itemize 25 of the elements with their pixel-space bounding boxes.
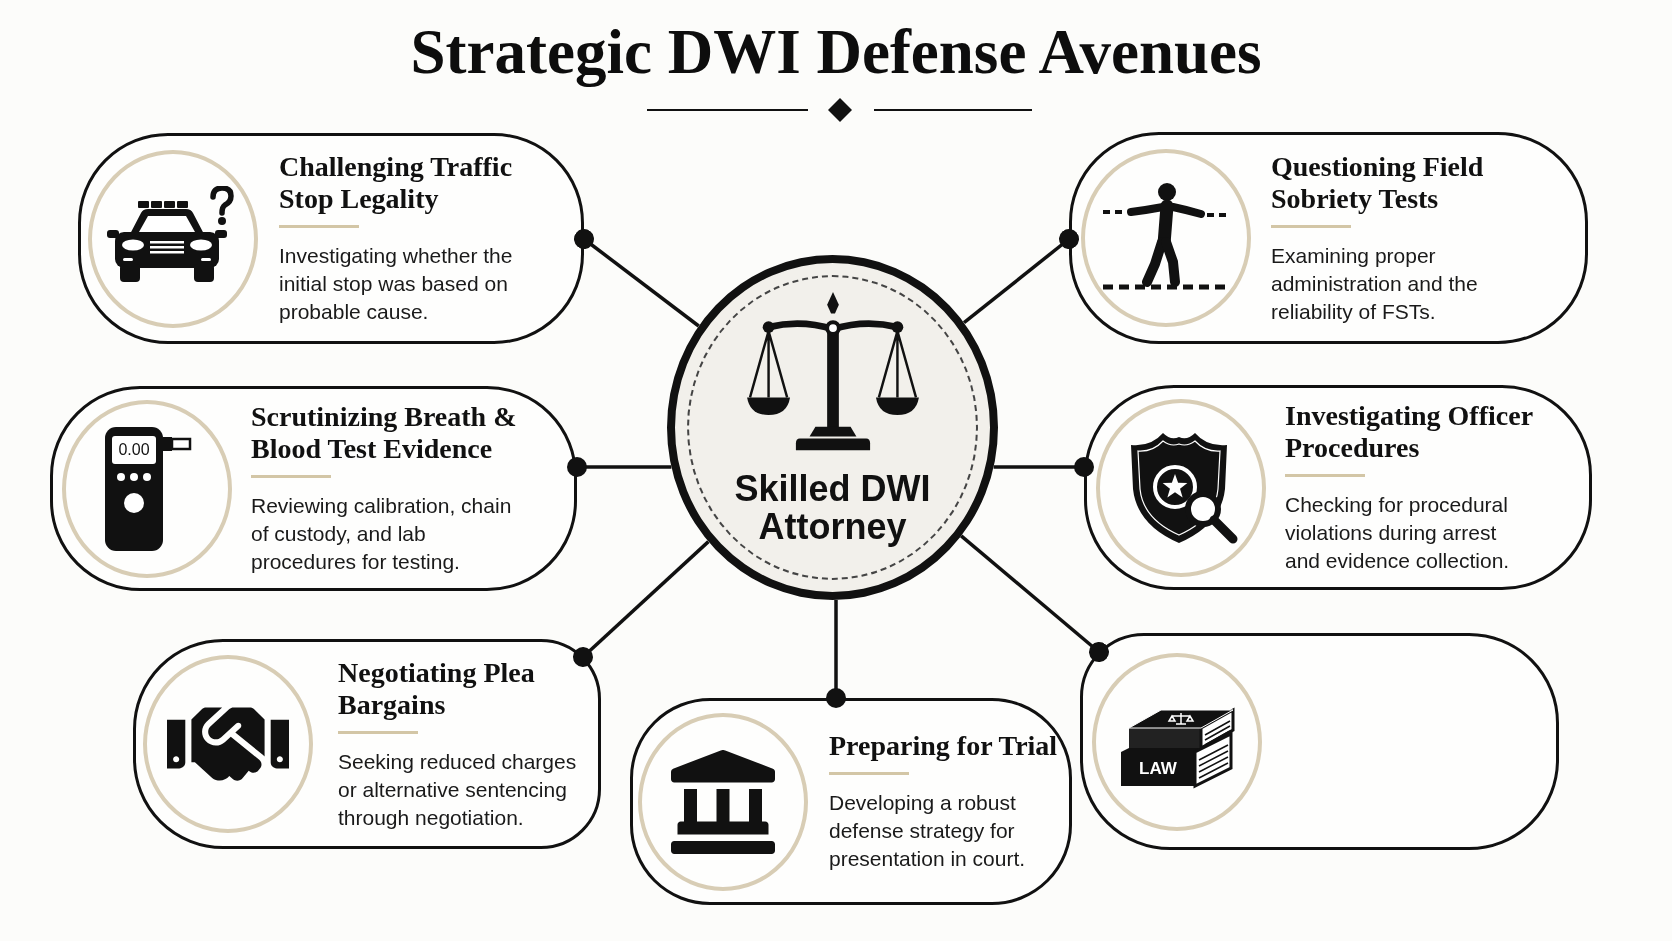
book-label: LAW (1138, 758, 1178, 780)
card-heading: Challenging Traffic Stop Legality (279, 151, 514, 215)
connector-line (962, 229, 1079, 325)
connector-line (574, 229, 700, 328)
avenue-card (1080, 633, 1559, 850)
card-heading: Preparing for Trial (829, 730, 1058, 762)
connector-line (567, 457, 672, 477)
card-description: Developing a robust defense strategy for presentation in court. (829, 790, 1027, 872)
card-heading: Negotiating Plea Bargains (338, 656, 536, 721)
card-description: Examining proper administration and the reliability of FSTs. (1271, 242, 1479, 325)
card-description: Reviewing calibration, chain of custody, and lab procedures for testing. (251, 493, 513, 575)
card-description: Checking for procedural violations during arrest and evidence collection. (1285, 492, 1511, 574)
connector-line (960, 534, 1109, 662)
avenue-card (133, 639, 601, 849)
card-description: Seeking reduced charges or alternative sentencing through negotiation. (338, 748, 578, 831)
display-reading: 0.00 (117, 439, 151, 460)
card-description: Investigating whether the initial stop was based on probable cause. (279, 243, 514, 325)
card-heading: Scrutinizing Breath & Blood Test Evidence (251, 401, 518, 465)
card-heading: Questioning Field Sobriety Tests (1271, 150, 1485, 215)
connector-line (993, 457, 1094, 477)
diagram-title: Strategic DWI Defense Avenues (410, 16, 1262, 88)
card-heading: Investigating Officer Procedures (1285, 400, 1534, 464)
connector-line (826, 600, 846, 708)
hub-label: Skilled DWI Attorney (733, 470, 932, 546)
connector-line (573, 540, 710, 667)
